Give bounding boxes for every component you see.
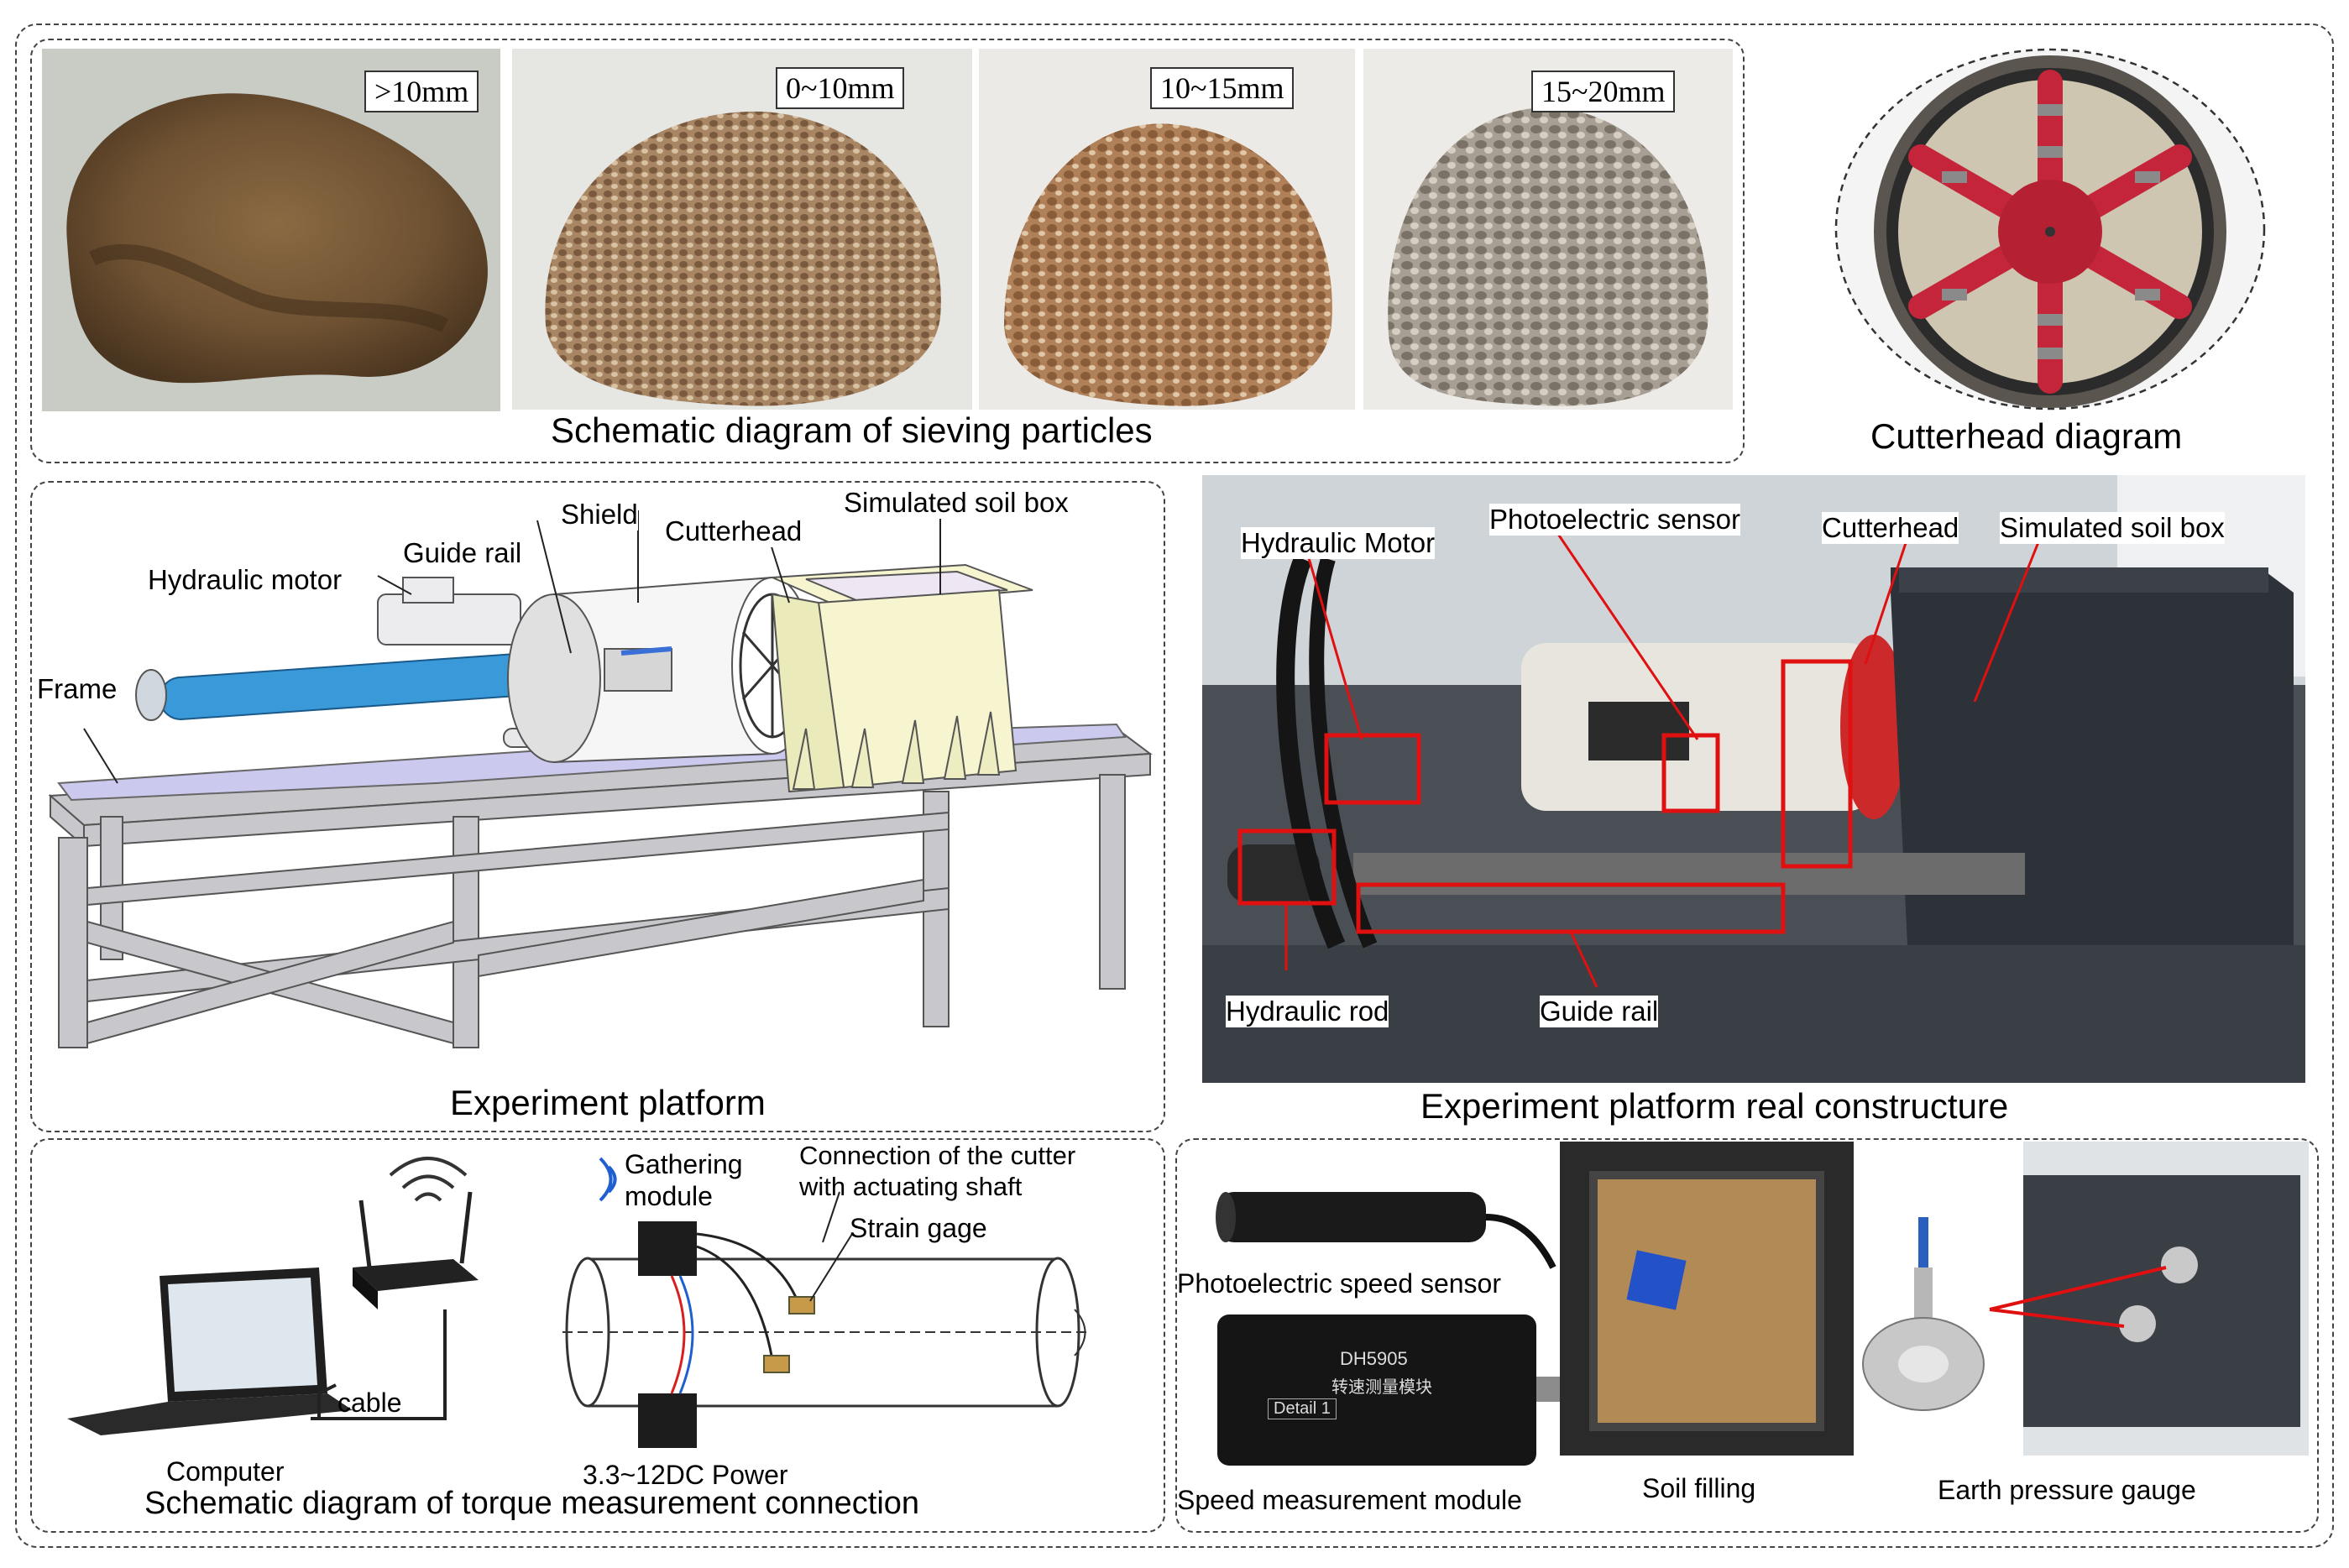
sieving-caption: Schematic diagram of sieving particles: [551, 410, 1153, 450]
module-chinese-text: 转速测量模块: [1331, 1378, 1432, 1397]
platform-panel-frame: [30, 481, 1165, 1132]
platform-label-simulated-soil-box: Simulated soil box: [844, 487, 1069, 519]
platform-cad-drawing: [34, 485, 1159, 1073]
platform-caption: Experiment platform: [450, 1083, 766, 1122]
real-label-cutterhead: Cutterhead: [1822, 512, 1959, 544]
torque-label-strain-gage: Strain gage: [850, 1213, 987, 1243]
particles-photo-0-10mm: [512, 49, 972, 410]
torque-schematic: [34, 1142, 1159, 1494]
real-label-guide-rail: Guide rail: [1540, 996, 1659, 1027]
torque-caption: Schematic diagram of torque measurement …: [144, 1486, 920, 1521]
size-tag-15-20mm: 15~20mm: [1531, 71, 1676, 112]
torque-label-gathering-module: Gathering module: [625, 1148, 743, 1213]
torque-label-cable: cable: [337, 1388, 402, 1418]
gathering-module-line: Gathering module: [625, 1149, 743, 1212]
outer-frame: [15, 24, 2334, 1548]
real-label-hydraulic-motor: Hydraulic Motor: [1241, 527, 1436, 559]
earth-pressure-gauge-image: [1855, 1217, 2006, 1411]
sensor-label-photoelectric-speed-sensor: Photoelectric speed sensor: [1177, 1268, 1501, 1299]
torque-panel-frame: [30, 1138, 1165, 1533]
sieving-panel-frame: [30, 39, 1745, 463]
sensors-panel-frame: [1175, 1138, 2319, 1533]
soil-box-gauge-photo: [2023, 1142, 2309, 1456]
torque-label-power: 3.3~12DC Power: [583, 1460, 788, 1490]
size-tag-over-10mm: >10mm: [364, 71, 479, 112]
module-model-text: DH5905: [1340, 1348, 1408, 1369]
gauge-pointer-arrows: [1981, 1259, 2183, 1360]
sensor-label-earth-pressure-gauge: Earth pressure gauge: [1938, 1475, 2196, 1505]
size-tag-10-15mm: 10~15mm: [1150, 67, 1295, 109]
cutterhead-caption: Cutterhead diagram: [1870, 416, 2183, 456]
platform-label-guide-rail: Guide rail: [403, 537, 522, 569]
platform-label-hydraulic-motor: Hydraulic motor: [148, 564, 343, 596]
speed-measurement-module-image: DH5905 转速测量模块 Detail 1: [1217, 1315, 1536, 1466]
real-platform-photo: [1202, 475, 2305, 1083]
real-label-simulated-soil-box: Simulated soil box: [2000, 512, 2225, 544]
platform-label-cutterhead: Cutterhead: [665, 515, 803, 547]
size-tag-0-10mm: 0~10mm: [776, 67, 905, 109]
cutterhead-photo: [1833, 45, 2268, 413]
real-caption: Experiment platform real constructure: [1420, 1086, 2009, 1126]
soil-filling-photo: [1560, 1142, 1854, 1456]
module-detail-text: Detail 1: [1268, 1398, 1337, 1419]
torque-label-connection: Connection of the cutter with actuating …: [799, 1140, 1075, 1202]
real-label-hydraulic-rod: Hydraulic rod: [1226, 996, 1389, 1027]
sensor-label-soil-filling: Soil filling: [1642, 1473, 1756, 1503]
connection-line: Connection of the cutter with actuating …: [799, 1141, 1076, 1202]
platform-label-frame: Frame: [37, 673, 118, 705]
real-label-photoelectric-sensor: Photoelectric sensor: [1489, 504, 1740, 536]
photoelectric-sensor-image: [1209, 1184, 1562, 1276]
torque-label-computer: Computer: [166, 1456, 285, 1487]
sensor-label-speed-measurement-module: Speed measurement module: [1177, 1485, 1522, 1515]
platform-label-shield: Shield: [561, 499, 638, 531]
